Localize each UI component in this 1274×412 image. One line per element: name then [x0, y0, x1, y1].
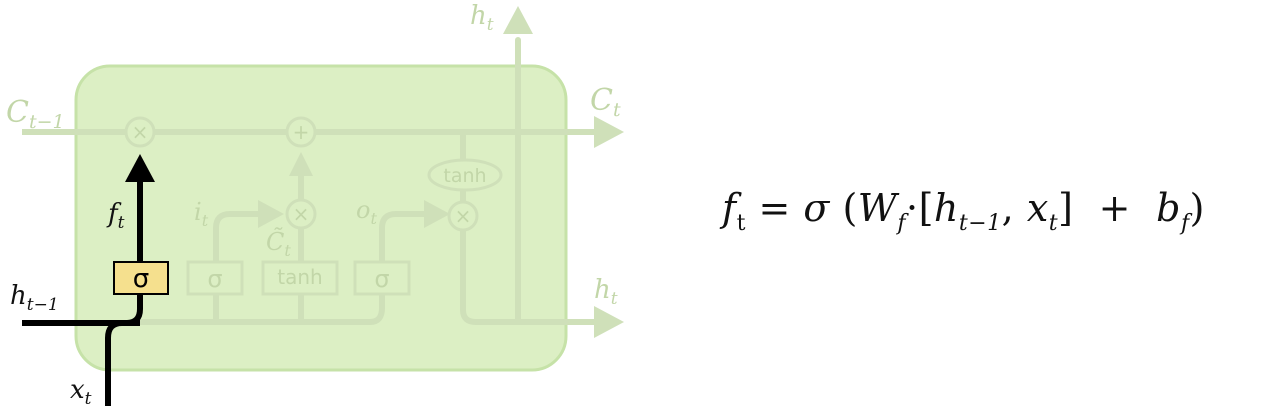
eq-equals: = — [745, 186, 804, 230]
input-gate-arrowhead — [258, 200, 284, 228]
input-sigma-label: σ — [207, 265, 222, 293]
forget-gate-equation: ft = σ (Wf·[ht−1, xt] + bf) — [722, 186, 1205, 236]
eq-b: b — [1156, 186, 1181, 230]
i-gate-label: it — [194, 198, 209, 230]
add-arrowhead — [289, 152, 313, 176]
eq-w: W — [857, 186, 898, 230]
eq-x-sub: t — [1048, 211, 1059, 236]
forget-sigma-box — [113, 261, 169, 295]
eq-h: h — [933, 186, 959, 230]
h-prev-label: ht−1 — [10, 281, 59, 315]
eq-close-bracket-plus: ] + — [1058, 186, 1157, 230]
output-multiply-symbol: × — [455, 204, 472, 228]
add-symbol: + — [293, 120, 310, 144]
eq-comma: , — [1001, 186, 1027, 230]
c-next-label: Ct — [590, 83, 621, 121]
eq-f: f — [722, 186, 737, 230]
candidate-multiply-symbol: × — [293, 202, 310, 226]
eq-b-sub: f — [1180, 211, 1190, 236]
eq-w-sub: f — [897, 211, 906, 236]
c-tilde-label: C̃t — [266, 228, 291, 260]
o-gate-label: ot — [356, 196, 377, 228]
eq-x: x — [1026, 186, 1049, 230]
cell-tanh-label: tanh — [443, 165, 486, 187]
forget-multiply-symbol: × — [132, 120, 149, 144]
candidate-tanh-label: tanh — [277, 265, 322, 289]
h-right-arrowhead — [594, 306, 624, 338]
x-input-label: xt — [70, 375, 92, 409]
eq-open-paren: ( — [829, 186, 858, 230]
c-prev-label: Ct−1 — [6, 95, 65, 133]
output-sigma-box — [353, 260, 411, 296]
h-right-label: ht — [594, 275, 618, 309]
output-multiply-circle — [447, 200, 479, 232]
h-top-arrowhead — [503, 6, 533, 34]
candidate-multiply-circle — [285, 198, 317, 230]
output-gate-arrowhead — [424, 200, 450, 228]
faded-ops — [124, 116, 479, 232]
forget-sigma-label: σ — [133, 264, 149, 294]
forget-gate-path — [22, 180, 143, 406]
candidate-tanh-box — [261, 260, 339, 296]
output-sigma-label: σ — [374, 265, 389, 293]
eq-close-paren: ) — [1189, 186, 1205, 230]
cell-tanh-ellipse — [427, 158, 503, 192]
eq-f-sub: t — [736, 211, 746, 236]
input-sigma-box — [186, 260, 244, 296]
eq-dot-bracket: ·[ — [906, 186, 934, 230]
add-circle — [285, 116, 317, 148]
cell-state-arrowhead — [594, 116, 624, 148]
forget-multiply-circle — [124, 116, 156, 148]
eq-h-sub: t−1 — [958, 211, 1002, 236]
forget-arrowhead — [125, 154, 155, 182]
eq-sigma: σ — [803, 186, 830, 230]
h-top-label: ht — [470, 1, 494, 35]
